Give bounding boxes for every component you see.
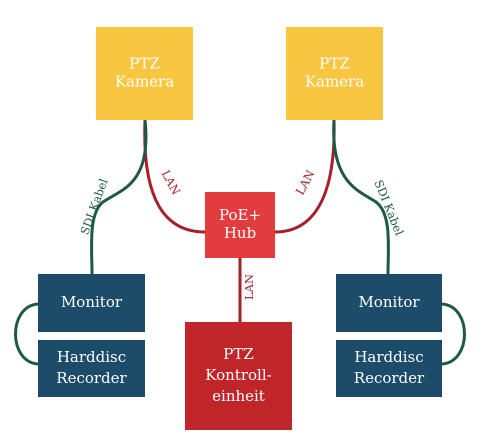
lan-label-bottom: LAN	[242, 274, 256, 300]
sdi-label-left: SDI Kabel	[77, 176, 110, 236]
node-label-line: PTZ	[319, 55, 350, 73]
ptz-controller-label: PTZ Kontroll-einheit	[205, 345, 271, 405]
node-label-line: Monitor	[61, 293, 123, 311]
node-label-line: einheit	[212, 387, 265, 405]
node-label-line: Kontroll-	[205, 366, 271, 384]
monitor-left: Monitor	[38, 274, 145, 332]
sdi-wire-left	[90, 118, 148, 276]
wires	[14, 118, 466, 366]
monitor-right: Monitor	[336, 274, 442, 332]
node-label-line: PTZ	[223, 345, 254, 363]
recorder-link-right	[440, 302, 466, 366]
node-label-line: Kamera	[305, 73, 364, 91]
monitor-right-label: Monitor	[358, 293, 420, 311]
monitor-left-label: Monitor	[61, 293, 123, 311]
node-label-line: Kamera	[115, 73, 174, 91]
node-label-line: Harddisc	[354, 348, 423, 366]
node-label-line: Monitor	[358, 293, 420, 311]
sdi-wire-right	[332, 118, 390, 276]
node-label-line: Recorder	[354, 369, 425, 387]
lan-label-right: LAN	[293, 168, 318, 198]
poe-hub: PoE+Hub	[205, 192, 275, 258]
node-label-line: PTZ	[129, 55, 160, 73]
lan-label-left: LAN	[159, 168, 184, 198]
node-label-line: Hub	[224, 224, 256, 242]
node-label-line: PoE+	[219, 206, 261, 224]
node-label-line: Harddisc	[57, 348, 126, 366]
recorder-link-left	[14, 302, 40, 366]
poe-hub-label: PoE+Hub	[219, 206, 261, 242]
node-label-line: Recorder	[56, 369, 127, 387]
ptz-controller: PTZ Kontroll-einheit	[185, 322, 292, 430]
